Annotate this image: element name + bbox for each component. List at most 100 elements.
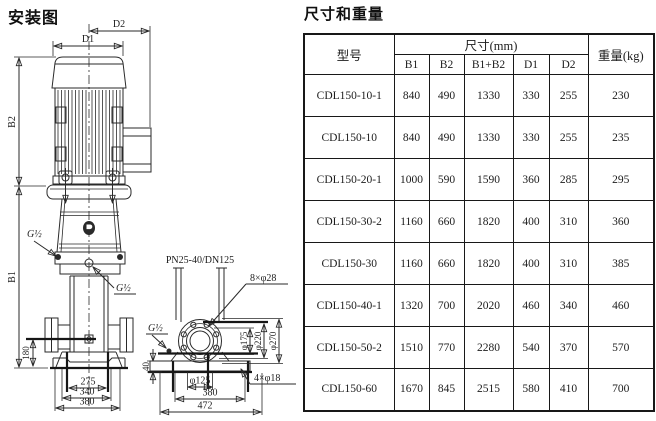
b2-cell: 700: [428, 284, 465, 327]
table-row: CDL150-50-2 1510 770 2280 540 370 570: [303, 326, 655, 369]
dim-label-phi125: φ125: [190, 376, 211, 387]
col-header-dims-group: 尺寸(mm): [393, 33, 589, 55]
d1-cell: 330: [512, 116, 550, 159]
col-header-b1b2: B1+B2: [463, 54, 514, 75]
dim-label-380b: 380: [203, 388, 218, 399]
b2-cell: 490: [428, 116, 465, 159]
d1-cell: 330: [512, 74, 550, 117]
installation-diagram-title: 安装图: [8, 10, 60, 27]
d2-cell: 310: [548, 242, 589, 285]
motor-fins: [57, 90, 121, 174]
g-half-label-left: G½: [27, 229, 42, 240]
model-cell: CDL150-20-1: [303, 158, 395, 201]
dim-label-180: 180: [21, 346, 31, 360]
g-half-port: [84, 258, 94, 268]
front-view: [44, 24, 152, 406]
model-cell: CDL150-10-1: [303, 74, 395, 117]
weight-cell: 235: [587, 116, 655, 159]
pump-base-front: [50, 351, 128, 370]
dim-label-380: 380: [80, 397, 95, 408]
b1b2-cell: 2515: [463, 368, 514, 411]
dim-label-phi270: φ270: [268, 331, 278, 350]
table-header-row-1: 型号 尺寸(mm) 重量(kg): [303, 33, 655, 75]
dim-label-275: 275: [81, 377, 96, 388]
junction-box: [122, 127, 152, 173]
weight-cell: 385: [587, 242, 655, 285]
base-holes-label: 4×φ18: [254, 373, 280, 384]
side-view-dimensions: 8×φ28 G½ φ175 φ220 φ270 40 φ125 380: [141, 273, 296, 415]
col-header-weight: 重量(kg): [587, 33, 655, 75]
b1b2-cell: 1330: [463, 74, 514, 117]
weight-cell: 295: [587, 158, 655, 201]
model-cell: CDL150-30: [303, 242, 395, 285]
weight-cell: 570: [587, 326, 655, 369]
pump-installation-drawing: D2 D1 B2 B1 180 275 340 380 G½ G½: [7, 19, 296, 421]
b2-cell: 590: [428, 158, 465, 201]
table-row: CDL150-40-1 1320 700 2020 460 340 460: [303, 284, 655, 327]
col-header-b2: B2: [428, 54, 465, 75]
b1-cell: 840: [393, 74, 430, 117]
table-row: CDL150-20-1 1000 590 1590 360 285 295: [303, 158, 655, 201]
pump-head: [54, 251, 126, 275]
d2-cell: 310: [548, 200, 589, 243]
b1b2-cell: 1820: [463, 200, 514, 243]
model-cell: CDL150-40-1: [303, 284, 395, 327]
d2-cell: 285: [548, 158, 589, 201]
motor-stool: [46, 184, 132, 200]
b2-cell: 845: [428, 368, 465, 411]
table-row: CDL150-10 840 490 1330 330 255 235: [303, 116, 655, 159]
weight-cell: 700: [587, 368, 655, 411]
bolt-holes-label: 8×φ28: [250, 273, 276, 284]
d1-cell: 540: [512, 326, 550, 369]
b2-cell: 490: [428, 74, 465, 117]
b1-cell: 1320: [393, 284, 430, 327]
b1-cell: 840: [393, 116, 430, 159]
d2-cell: 340: [548, 284, 589, 327]
model-cell: CDL150-50-2: [303, 326, 395, 369]
dim-label-b1: B1: [7, 271, 18, 283]
col-header-model: 型号: [303, 33, 395, 75]
table-row: CDL150-60 1670 845 2515 580 410 700: [303, 368, 655, 411]
dim-label-phi175: φ175: [239, 331, 249, 350]
table-row: CDL150-10-1 840 490 1330 330 255 230: [303, 74, 655, 117]
d2-cell: 255: [548, 116, 589, 159]
b1-cell: 1160: [393, 242, 430, 285]
dim-label-472: 472: [198, 401, 213, 412]
d1-cell: 580: [512, 368, 550, 411]
b2-cell: 660: [428, 200, 465, 243]
table-row: CDL150-30-2 1160 660 1820 400 310 360: [303, 200, 655, 243]
b1-cell: 1510: [393, 326, 430, 369]
side-flanges: [44, 317, 134, 353]
dimensions-table-title: 尺寸和重量: [304, 6, 385, 23]
dim-label-40: 40: [141, 362, 151, 372]
discharge-pipe: [173, 267, 227, 322]
col-header-b1: B1: [393, 54, 430, 75]
d2-cell: 255: [548, 74, 589, 117]
dimensions-table: 型号 尺寸(mm) 重量(kg) B1 B2 B1+B2 D1 D2 CDL15…: [303, 33, 655, 412]
d2-cell: 370: [548, 326, 589, 369]
weight-cell: 460: [587, 284, 655, 327]
col-header-d1: D1: [512, 54, 550, 75]
d1-cell: 400: [512, 242, 550, 285]
dim-label-340: 340: [80, 387, 95, 398]
dim-label-b2: B2: [7, 116, 18, 128]
dim-label-d2: D2: [113, 19, 125, 30]
b1b2-cell: 1820: [463, 242, 514, 285]
d1-cell: 400: [512, 200, 550, 243]
weight-cell: 360: [587, 200, 655, 243]
pump-shroud: [56, 198, 122, 253]
dim-label-phi220: φ220: [253, 331, 263, 350]
dim-label-d1: D1: [82, 34, 94, 45]
b2-cell: 660: [428, 242, 465, 285]
g-half-label-bottom: G½: [116, 283, 131, 294]
model-cell: CDL150-60: [303, 368, 395, 411]
g-half-port-side: [166, 348, 172, 354]
weight-cell: 230: [587, 74, 655, 117]
g-half-plug-right: [117, 254, 123, 260]
b1-cell: 1670: [393, 368, 430, 411]
d1-cell: 460: [512, 284, 550, 327]
g-half-label-side: G½: [148, 323, 163, 334]
g-half-plug-left: [55, 254, 61, 260]
d2-cell: 410: [548, 368, 589, 411]
